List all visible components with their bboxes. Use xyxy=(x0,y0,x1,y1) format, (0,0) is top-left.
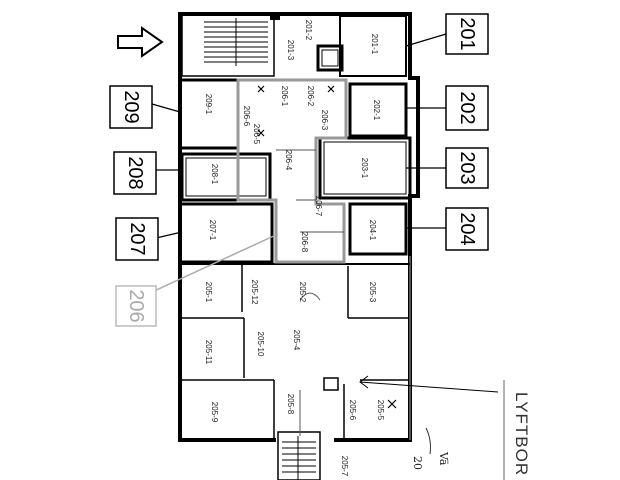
room-label-207-1: 207-1 xyxy=(208,220,217,241)
zone-label-202: 202 xyxy=(456,91,478,124)
zone-label-206: 206 xyxy=(125,289,147,322)
room-label-206-2: 206-2 xyxy=(306,86,315,107)
zone-label-208: 208 xyxy=(124,156,146,189)
zone-label-boxes xyxy=(109,13,489,327)
room-label-205-4: 205-4 xyxy=(292,330,301,351)
room-label-203-1: 203-1 xyxy=(360,158,369,179)
room-label-205-2: 205-2 xyxy=(298,282,307,303)
room-label-205-3: 205-3 xyxy=(368,282,377,303)
annotation-arrow-line xyxy=(359,381,499,393)
stair-marker xyxy=(270,12,280,20)
zone-label-209: 209 xyxy=(120,90,142,123)
room-label-205-12: 205-12 xyxy=(250,280,259,305)
room-label-201-2: 201-2 xyxy=(304,20,313,41)
building-outline xyxy=(178,12,420,442)
room-label-205-8: 205-8 xyxy=(286,394,295,415)
zone-label-207: 207 xyxy=(126,222,148,255)
room-label-205-5: 205-5 xyxy=(376,400,385,421)
stairwell-bottom xyxy=(277,431,321,480)
room-label-206-5: 206-5 xyxy=(252,124,261,145)
corridor-lines xyxy=(276,149,344,436)
room-label-202-1: 202-1 xyxy=(372,100,381,121)
room-label-204-1: 204-1 xyxy=(368,220,377,241)
handwritten-curve xyxy=(425,427,431,455)
room-label-205-11: 205-11 xyxy=(204,340,213,365)
north-arrow-icon xyxy=(117,26,164,58)
room-label-201-1: 201-1 xyxy=(370,34,379,55)
room-label-206-8: 206-8 xyxy=(300,232,309,253)
leader-line-206 xyxy=(151,233,279,293)
room-label-205-7: 205-7 xyxy=(340,456,349,477)
handwritten-note-1: Vä xyxy=(437,451,450,466)
room-label-205-6: 205-6 xyxy=(348,400,357,421)
room-label-205-9: 205-9 xyxy=(210,402,219,423)
room-label-208-1: 208-1 xyxy=(210,164,219,185)
annotation-arrow-icon xyxy=(359,375,369,389)
room-label-201-3: 201-3 xyxy=(286,40,295,61)
room-label-206-7: 206-7 xyxy=(314,196,323,217)
zone-leader-lines xyxy=(151,33,447,239)
fixture-symbols xyxy=(257,85,397,409)
room-label-206-3: 206-3 xyxy=(320,110,329,131)
zone-label-204: 204 xyxy=(456,212,478,245)
room-label-206-1: 206-1 xyxy=(280,86,289,107)
room-label-206-4: 206-4 xyxy=(284,150,293,171)
stairwell-top xyxy=(181,13,275,77)
handwritten-note-2: 20 xyxy=(411,456,424,470)
room-label-206-6: 206-6 xyxy=(242,106,251,127)
zone-label-203: 203 xyxy=(456,151,478,184)
zone-label-201: 201 xyxy=(456,17,478,50)
room-label-209-1: 209-1 xyxy=(204,94,213,115)
room-label-205-1: 205-1 xyxy=(204,282,213,303)
zone-206-outline xyxy=(236,78,348,264)
room-label-205-10: 205-10 xyxy=(256,332,265,357)
lyftbor-text: LYFTBOR xyxy=(512,392,531,476)
